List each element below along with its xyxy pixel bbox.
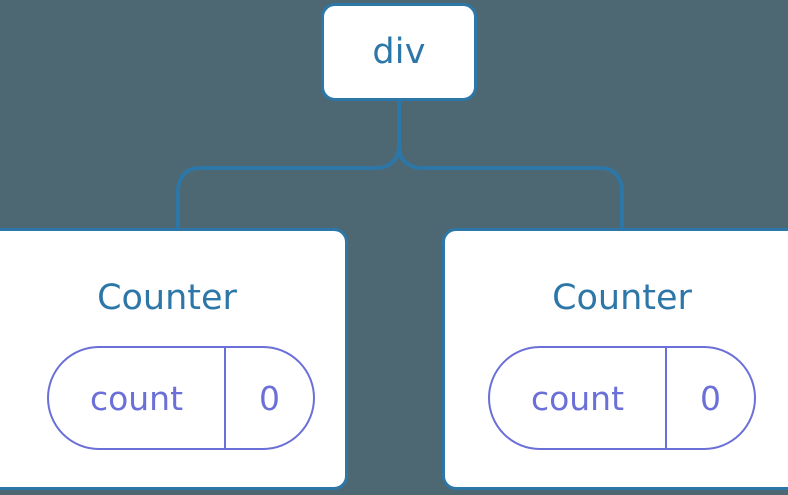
state-pill-value: 0	[224, 348, 313, 448]
connector-edge-right	[397, 145, 624, 232]
child-node-counter-1[interactable]: Counter count 0	[442, 228, 788, 490]
root-node-div[interactable]: div	[321, 3, 477, 101]
state-pill-key: count	[530, 378, 625, 418]
state-pill-count[interactable]: count 0	[47, 346, 315, 450]
root-node-label: div	[372, 31, 426, 72]
child-node-counter-0[interactable]: Counter count 0	[0, 228, 348, 490]
child-node-title: Counter	[552, 278, 692, 318]
state-pill-key: count	[89, 378, 184, 418]
child-node-title: Counter	[97, 278, 237, 318]
state-pill-count[interactable]: count 0	[488, 346, 756, 450]
state-pill-value: 0	[665, 348, 754, 448]
connector-edge-left	[176, 145, 401, 232]
